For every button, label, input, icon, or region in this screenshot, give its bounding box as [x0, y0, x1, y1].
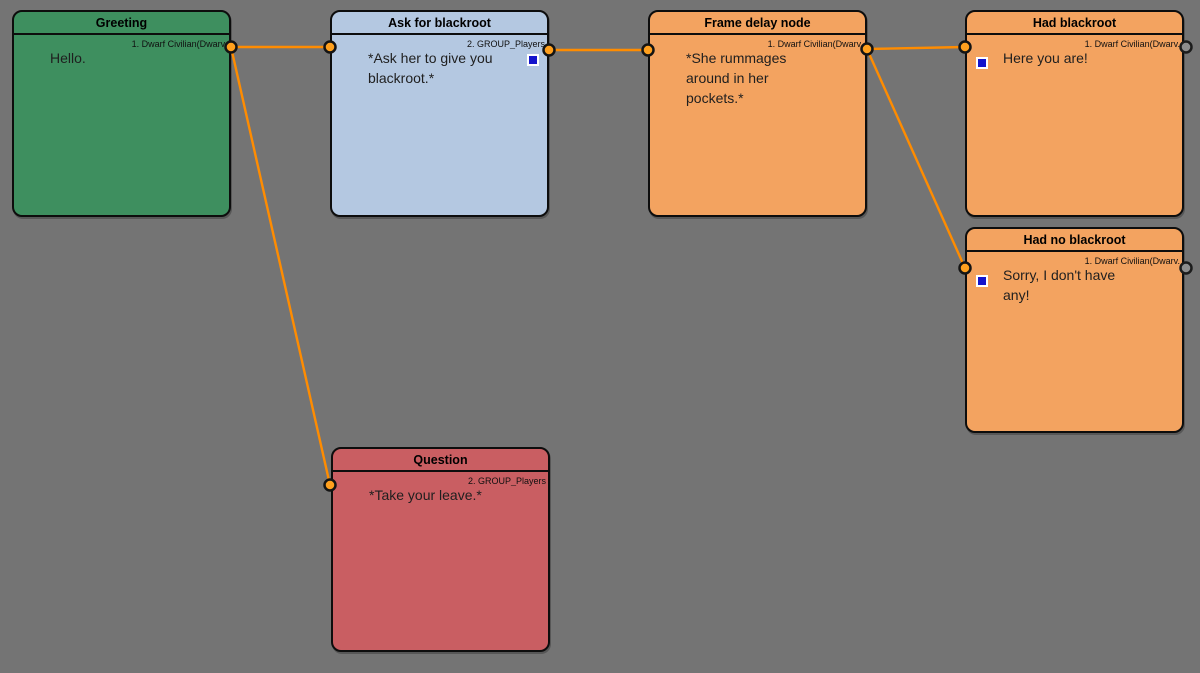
node-body: 1. Dwarf Civilian(Dwarv. Hello. [14, 35, 229, 215]
node-speaker: 1. Dwarf Civilian(Dwarv. [767, 39, 863, 49]
node-text: Sorry, I don't have any! [1003, 267, 1116, 303]
node-title: Had blackroot [967, 12, 1182, 35]
connection-line-greeting-question [229, 46, 332, 486]
node-text: *Ask her to give you blackroot.* [368, 50, 493, 86]
node-speaker: 2. GROUP_Players [466, 39, 545, 49]
node-body: 2. GROUP_Players *Ask her to give you bl… [332, 35, 547, 215]
node-body: 2. GROUP_Players *Take your leave.* [333, 472, 548, 650]
connection-line-framedelay-hadno [865, 48, 967, 269]
node-greeting[interactable]: Greeting 1. Dwarf Civilian(Dwarv. Hello. [12, 10, 231, 217]
node-speaker: 1. Dwarf Civilian(Dwarv. [131, 39, 227, 49]
node-text: Here you are! [1003, 50, 1088, 66]
node-question[interactable]: Question 2. GROUP_Players *Take your lea… [331, 447, 550, 652]
node-ask-for-blackroot[interactable]: Ask for blackroot 2. GROUP_Players *Ask … [330, 10, 549, 217]
node-body: 1. Dwarf Civilian(Dwarv. *She rummages a… [650, 35, 865, 215]
node-speaker: 1. Dwarf Civilian(Dwarv. [1084, 39, 1180, 49]
node-frame-delay[interactable]: Frame delay node 1. Dwarf Civilian(Dwarv… [648, 10, 867, 217]
node-title: Frame delay node [650, 12, 865, 35]
blue-marker-icon [527, 54, 539, 66]
node-text: *She rummages around in her pockets.* [686, 50, 787, 106]
node-title: Question [333, 449, 548, 472]
node-had-no-blackroot[interactable]: Had no blackroot 1. Dwarf Civilian(Dwarv… [965, 227, 1184, 433]
node-title: Had no blackroot [967, 229, 1182, 252]
node-speaker: 1. Dwarf Civilian(Dwarv. [1084, 256, 1180, 266]
blue-marker-icon [976, 57, 988, 69]
node-text: Hello. [50, 50, 86, 66]
node-title: Ask for blackroot [332, 12, 547, 35]
node-body: 1. Dwarf Civilian(Dwarv. Here you are! [967, 35, 1182, 215]
node-body: 1. Dwarf Civilian(Dwarv. Sorry, I don't … [967, 252, 1182, 431]
node-speaker: 2. GROUP_Players [467, 476, 546, 486]
blue-marker-icon [976, 275, 988, 287]
node-title: Greeting [14, 12, 229, 35]
connection-line-framedelay-had [866, 45, 966, 51]
node-text: *Take your leave.* [369, 487, 482, 503]
node-had-blackroot[interactable]: Had blackroot 1. Dwarf Civilian(Dwarv. H… [965, 10, 1184, 217]
